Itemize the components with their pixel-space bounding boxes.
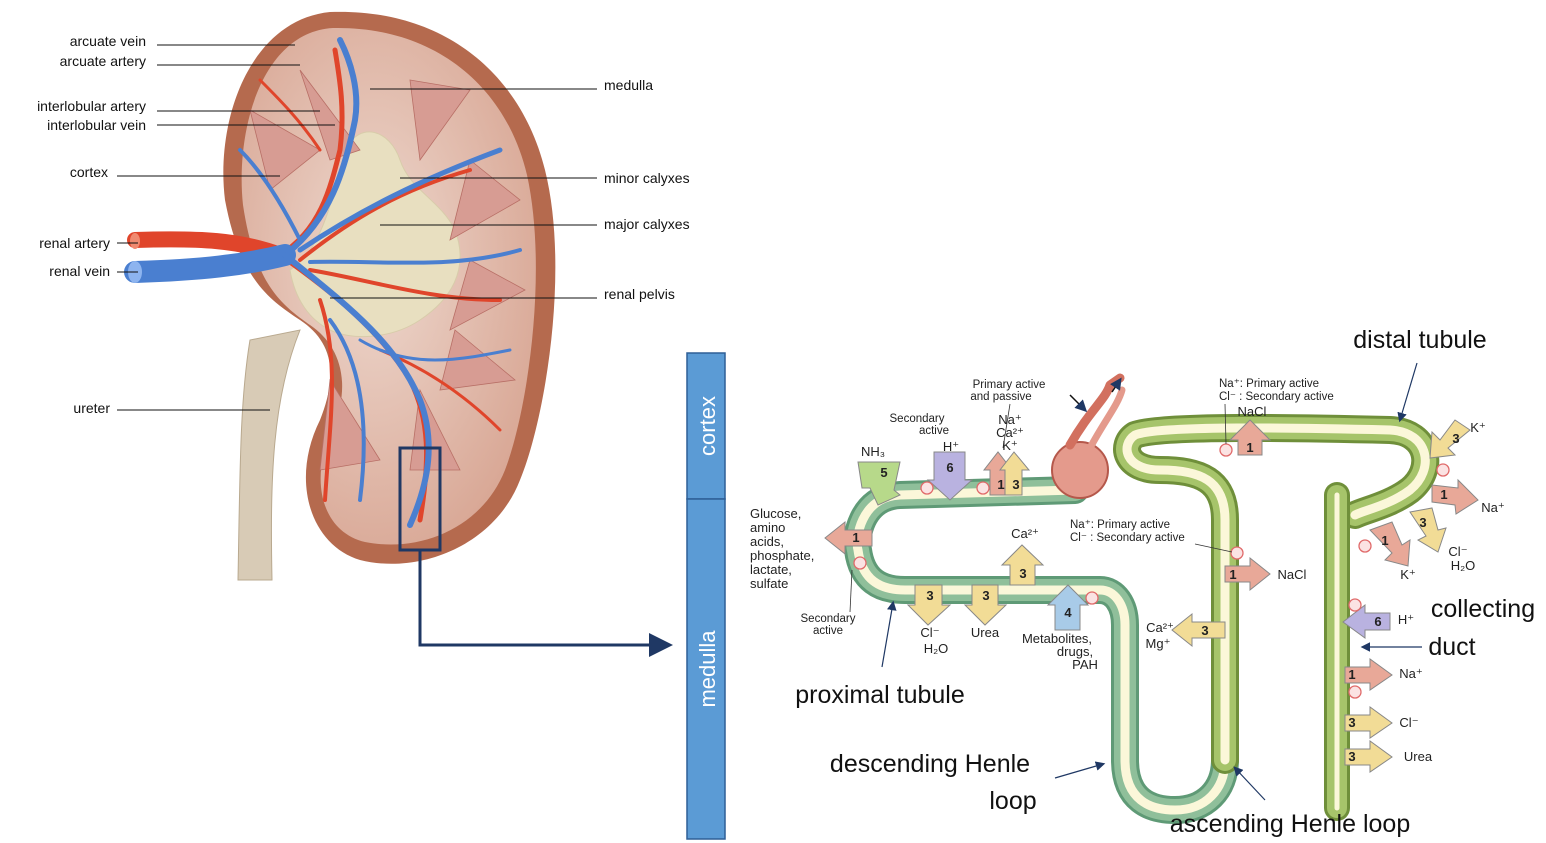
svg-text:Cl⁻ : Secondary active: Cl⁻ : Secondary active [1219, 391, 1334, 403]
label-cortex: cortex [70, 164, 108, 180]
svg-text:3: 3 [1019, 566, 1026, 581]
svg-text:1: 1 [1246, 440, 1253, 455]
svg-text:Secondary: Secondary [890, 413, 945, 425]
label-descending-henle: descending Henle [830, 750, 1030, 778]
svg-text:Mg⁺: Mg⁺ [1146, 636, 1171, 651]
label-ascending-henle: ascending Henle loop [1170, 810, 1410, 838]
svg-text:K⁺: K⁺ [1470, 420, 1486, 435]
svg-text:3: 3 [1452, 431, 1459, 446]
glomerulus [1052, 442, 1108, 498]
svg-text:6: 6 [1374, 614, 1381, 629]
svg-text:6: 6 [946, 460, 953, 475]
svg-text:acids,: acids, [750, 534, 784, 549]
svg-text:and passive: and passive [970, 391, 1031, 403]
label-interlobular-vein: interlobular vein [47, 117, 146, 133]
svg-text:3: 3 [1201, 623, 1208, 638]
svg-text:3: 3 [926, 588, 933, 603]
svg-text:Primary active: Primary active [973, 379, 1046, 391]
svg-text:active: active [813, 625, 843, 637]
svg-text:Secondary: Secondary [801, 613, 856, 625]
svg-text:Cl⁻: Cl⁻ [920, 625, 939, 640]
svg-text:H₂O: H₂O [924, 641, 949, 656]
svg-text:3: 3 [1348, 715, 1355, 730]
arrow-cl-h2o-out [1410, 508, 1446, 552]
svg-text:3: 3 [1012, 477, 1019, 492]
label-duct: duct [1428, 633, 1475, 661]
svg-text:H₂O: H₂O [1451, 558, 1476, 573]
ureter-shape [238, 330, 300, 580]
svg-text:K⁺: K⁺ [1002, 438, 1018, 453]
svg-text:Cl⁻: Cl⁻ [1448, 544, 1467, 559]
svg-text:Na⁺: Primary active: Na⁺: Primary active [1219, 378, 1319, 390]
label-interlobular-artery: interlobular artery [37, 98, 146, 114]
arrow-na-out [1432, 480, 1478, 514]
svg-text:Cl⁻: Cl⁻ [1399, 715, 1418, 730]
svg-text:1: 1 [997, 477, 1004, 492]
svg-text:1: 1 [1348, 667, 1355, 682]
svg-text:Glucose,: Glucose, [750, 506, 801, 521]
svg-text:Na⁺: Na⁺ [1481, 500, 1504, 515]
svg-text:Ca²⁺: Ca²⁺ [1011, 526, 1039, 541]
svg-text:4: 4 [1064, 605, 1072, 620]
svg-text:sulfate: sulfate [750, 576, 788, 591]
svg-text:H⁺: H⁺ [943, 439, 959, 454]
svg-text:NaCl: NaCl [1278, 567, 1307, 582]
label-medulla: medulla [604, 77, 653, 93]
label-renal-pelvis: renal pelvis [604, 286, 675, 302]
svg-text:lactate,: lactate, [750, 562, 792, 577]
arrow-k-in [1430, 420, 1470, 458]
svg-text:5: 5 [880, 465, 887, 480]
label-renal-vein: renal vein [49, 263, 110, 279]
svg-text:1: 1 [1229, 567, 1236, 582]
svg-text:NH₃: NH₃ [861, 444, 885, 459]
svg-text:Na⁺: Primary active: Na⁺: Primary active [1070, 519, 1170, 531]
label-descending-loop: loop [989, 787, 1036, 815]
arrow-k-out [1370, 522, 1410, 566]
label-collecting: collecting [1431, 595, 1535, 623]
svg-text:Cl⁻ : Secondary active: Cl⁻ : Secondary active [1070, 532, 1185, 544]
svg-text:1: 1 [1381, 533, 1388, 548]
svg-text:active: active [919, 425, 949, 437]
svg-text:Urea: Urea [1404, 749, 1433, 764]
label-arcuate-vein: arcuate vein [70, 33, 146, 49]
label-major-calyxes: major calyxes [604, 216, 690, 232]
zone-bar: cortex medulla [687, 353, 725, 839]
label-renal-artery: renal artery [39, 235, 110, 251]
arrow-cd-h [1343, 605, 1390, 638]
svg-text:K⁺: K⁺ [1400, 567, 1416, 582]
svg-text:Ca²⁺: Ca²⁺ [1146, 620, 1174, 635]
zone-cortex-label: cortex [695, 396, 720, 456]
svg-text:phosphate,: phosphate, [750, 548, 814, 563]
svg-text:1: 1 [1440, 487, 1447, 502]
highlight-connector [420, 550, 667, 645]
svg-text:Na⁺: Na⁺ [1399, 666, 1422, 681]
svg-text:Urea: Urea [971, 625, 1000, 640]
svg-text:3: 3 [1348, 749, 1355, 764]
svg-text:3: 3 [1419, 515, 1426, 530]
label-arcuate-artery: arcuate artery [60, 53, 146, 69]
svg-text:H⁺: H⁺ [1398, 612, 1414, 627]
svg-text:amino: amino [750, 520, 785, 535]
svg-text:NaCl: NaCl [1238, 404, 1267, 419]
zone-medulla-label: medulla [695, 630, 720, 708]
label-ureter: ureter [73, 400, 110, 416]
svg-text:PAH: PAH [1072, 657, 1098, 672]
label-proximal-tubule: proximal tubule [795, 681, 965, 709]
svg-text:1: 1 [852, 530, 859, 545]
label-distal-tubule: distal tubule [1353, 326, 1486, 354]
label-minor-calyxes: minor calyxes [604, 170, 690, 186]
kidney-illustration [128, 12, 667, 645]
svg-text:3: 3 [982, 588, 989, 603]
